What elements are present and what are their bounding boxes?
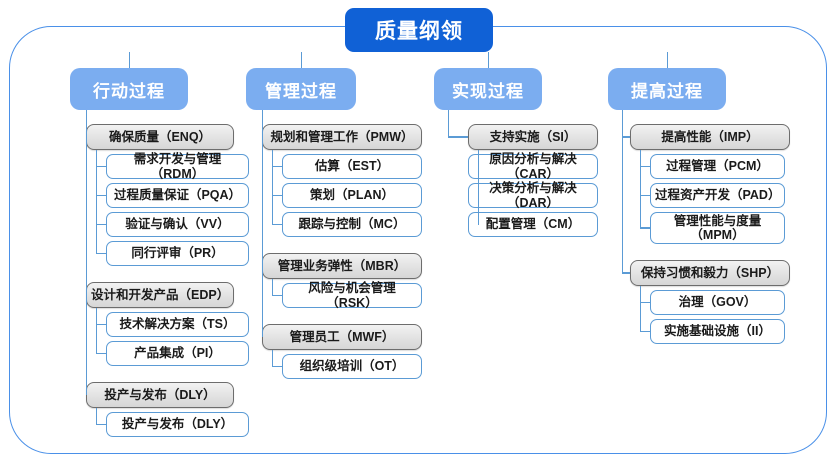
connector-branch: [272, 279, 274, 296]
connector-branch: [96, 308, 98, 354]
connector-stub: [640, 330, 650, 333]
connector-branch: [640, 150, 642, 228]
connector-stub: [640, 194, 650, 197]
connector-stub: [96, 165, 106, 168]
child-node[interactable]: 治理（GOV）: [650, 290, 785, 315]
connector-branch: [96, 150, 98, 254]
parent-node[interactable]: 确保质量（ENQ）: [86, 124, 234, 150]
connector-root-to-header: [301, 52, 303, 68]
child-node[interactable]: 验证与确认（VV）: [106, 212, 249, 237]
child-node[interactable]: 过程管理（PCM）: [650, 154, 785, 179]
connector-stub: [272, 194, 282, 197]
connector-stub: [96, 323, 106, 326]
connector-stub: [272, 165, 282, 168]
connector-stub: [640, 165, 650, 168]
connector-stub: [96, 194, 106, 197]
connector-stub: [272, 223, 282, 226]
connector-stub: [96, 423, 106, 426]
child-node[interactable]: 原因分析与解决（CAR）: [468, 152, 598, 181]
child-node[interactable]: 风险与机会管理（RSK）: [282, 281, 422, 310]
column-header-2: 管理过程: [246, 68, 356, 110]
connector-trunk: [622, 110, 624, 273]
column-header-4: 提高过程: [608, 68, 726, 110]
child-node[interactable]: 实施基础设施（II）: [650, 319, 785, 344]
connector-trunk: [86, 110, 88, 395]
column-header-1: 行动过程: [70, 68, 188, 110]
child-node[interactable]: 技术解决方案（TS）: [106, 312, 249, 337]
child-node[interactable]: 投产与发布（DLY）: [106, 412, 249, 437]
root-node-title: 质量纲领: [345, 8, 493, 52]
connector-stub: [640, 227, 650, 229]
connector-root-to-header: [667, 52, 669, 68]
connector-stub: [96, 252, 106, 255]
connector-branch: [96, 408, 98, 425]
child-node[interactable]: 配置管理（CM）: [468, 212, 598, 237]
parent-node[interactable]: 规划和管理工作（PMW）: [262, 124, 422, 150]
child-node[interactable]: 决策分析与解决（DAR）: [468, 181, 598, 210]
connector-branch: [272, 350, 274, 367]
parent-node[interactable]: 管理业务弹性（MBR）: [262, 253, 422, 279]
child-node[interactable]: 策划（PLAN）: [282, 183, 422, 208]
connector-stub: [96, 223, 106, 226]
child-node[interactable]: 估算（EST）: [282, 154, 422, 179]
connector-stub: [640, 301, 650, 304]
child-node[interactable]: 管理性能与度量（MPM）: [650, 212, 785, 244]
child-node[interactable]: 过程质量保证（PQA）: [106, 183, 249, 208]
column-header-3: 实现过程: [434, 68, 542, 110]
child-node[interactable]: 组织级培训（OT）: [282, 354, 422, 379]
connector-root-to-header: [488, 52, 490, 68]
connector-stub: [96, 352, 106, 355]
parent-node[interactable]: 投产与发布（DLY）: [86, 382, 234, 408]
connector-stub: [272, 294, 282, 297]
parent-node[interactable]: 管理员工（MWF）: [262, 324, 422, 350]
parent-node[interactable]: 提高性能（IMP）: [630, 124, 790, 150]
connector-stub: [448, 136, 468, 138]
connector-branch: [478, 150, 480, 225]
connector-trunk: [448, 110, 450, 137]
child-node[interactable]: 过程资产开发（PAD）: [650, 183, 785, 208]
child-node[interactable]: 同行评审（PR）: [106, 241, 249, 266]
connector-stub: [622, 136, 630, 138]
parent-node[interactable]: 设计和开发产品（EDP）: [86, 282, 234, 308]
connector-stub: [622, 272, 630, 274]
connector-branch: [272, 150, 274, 225]
connector-trunk: [262, 110, 264, 337]
connector-stub: [272, 365, 282, 368]
child-node[interactable]: 跟踪与控制（MC）: [282, 212, 422, 237]
connector-root-to-header: [129, 52, 131, 68]
connector-branch: [640, 286, 642, 332]
child-node[interactable]: 产品集成（PI）: [106, 341, 249, 366]
parent-node[interactable]: 保持习惯和毅力（SHP）: [630, 260, 790, 286]
child-node[interactable]: 需求开发与管理（RDM）: [106, 152, 249, 181]
parent-node[interactable]: 支持实施（SI）: [468, 124, 598, 150]
